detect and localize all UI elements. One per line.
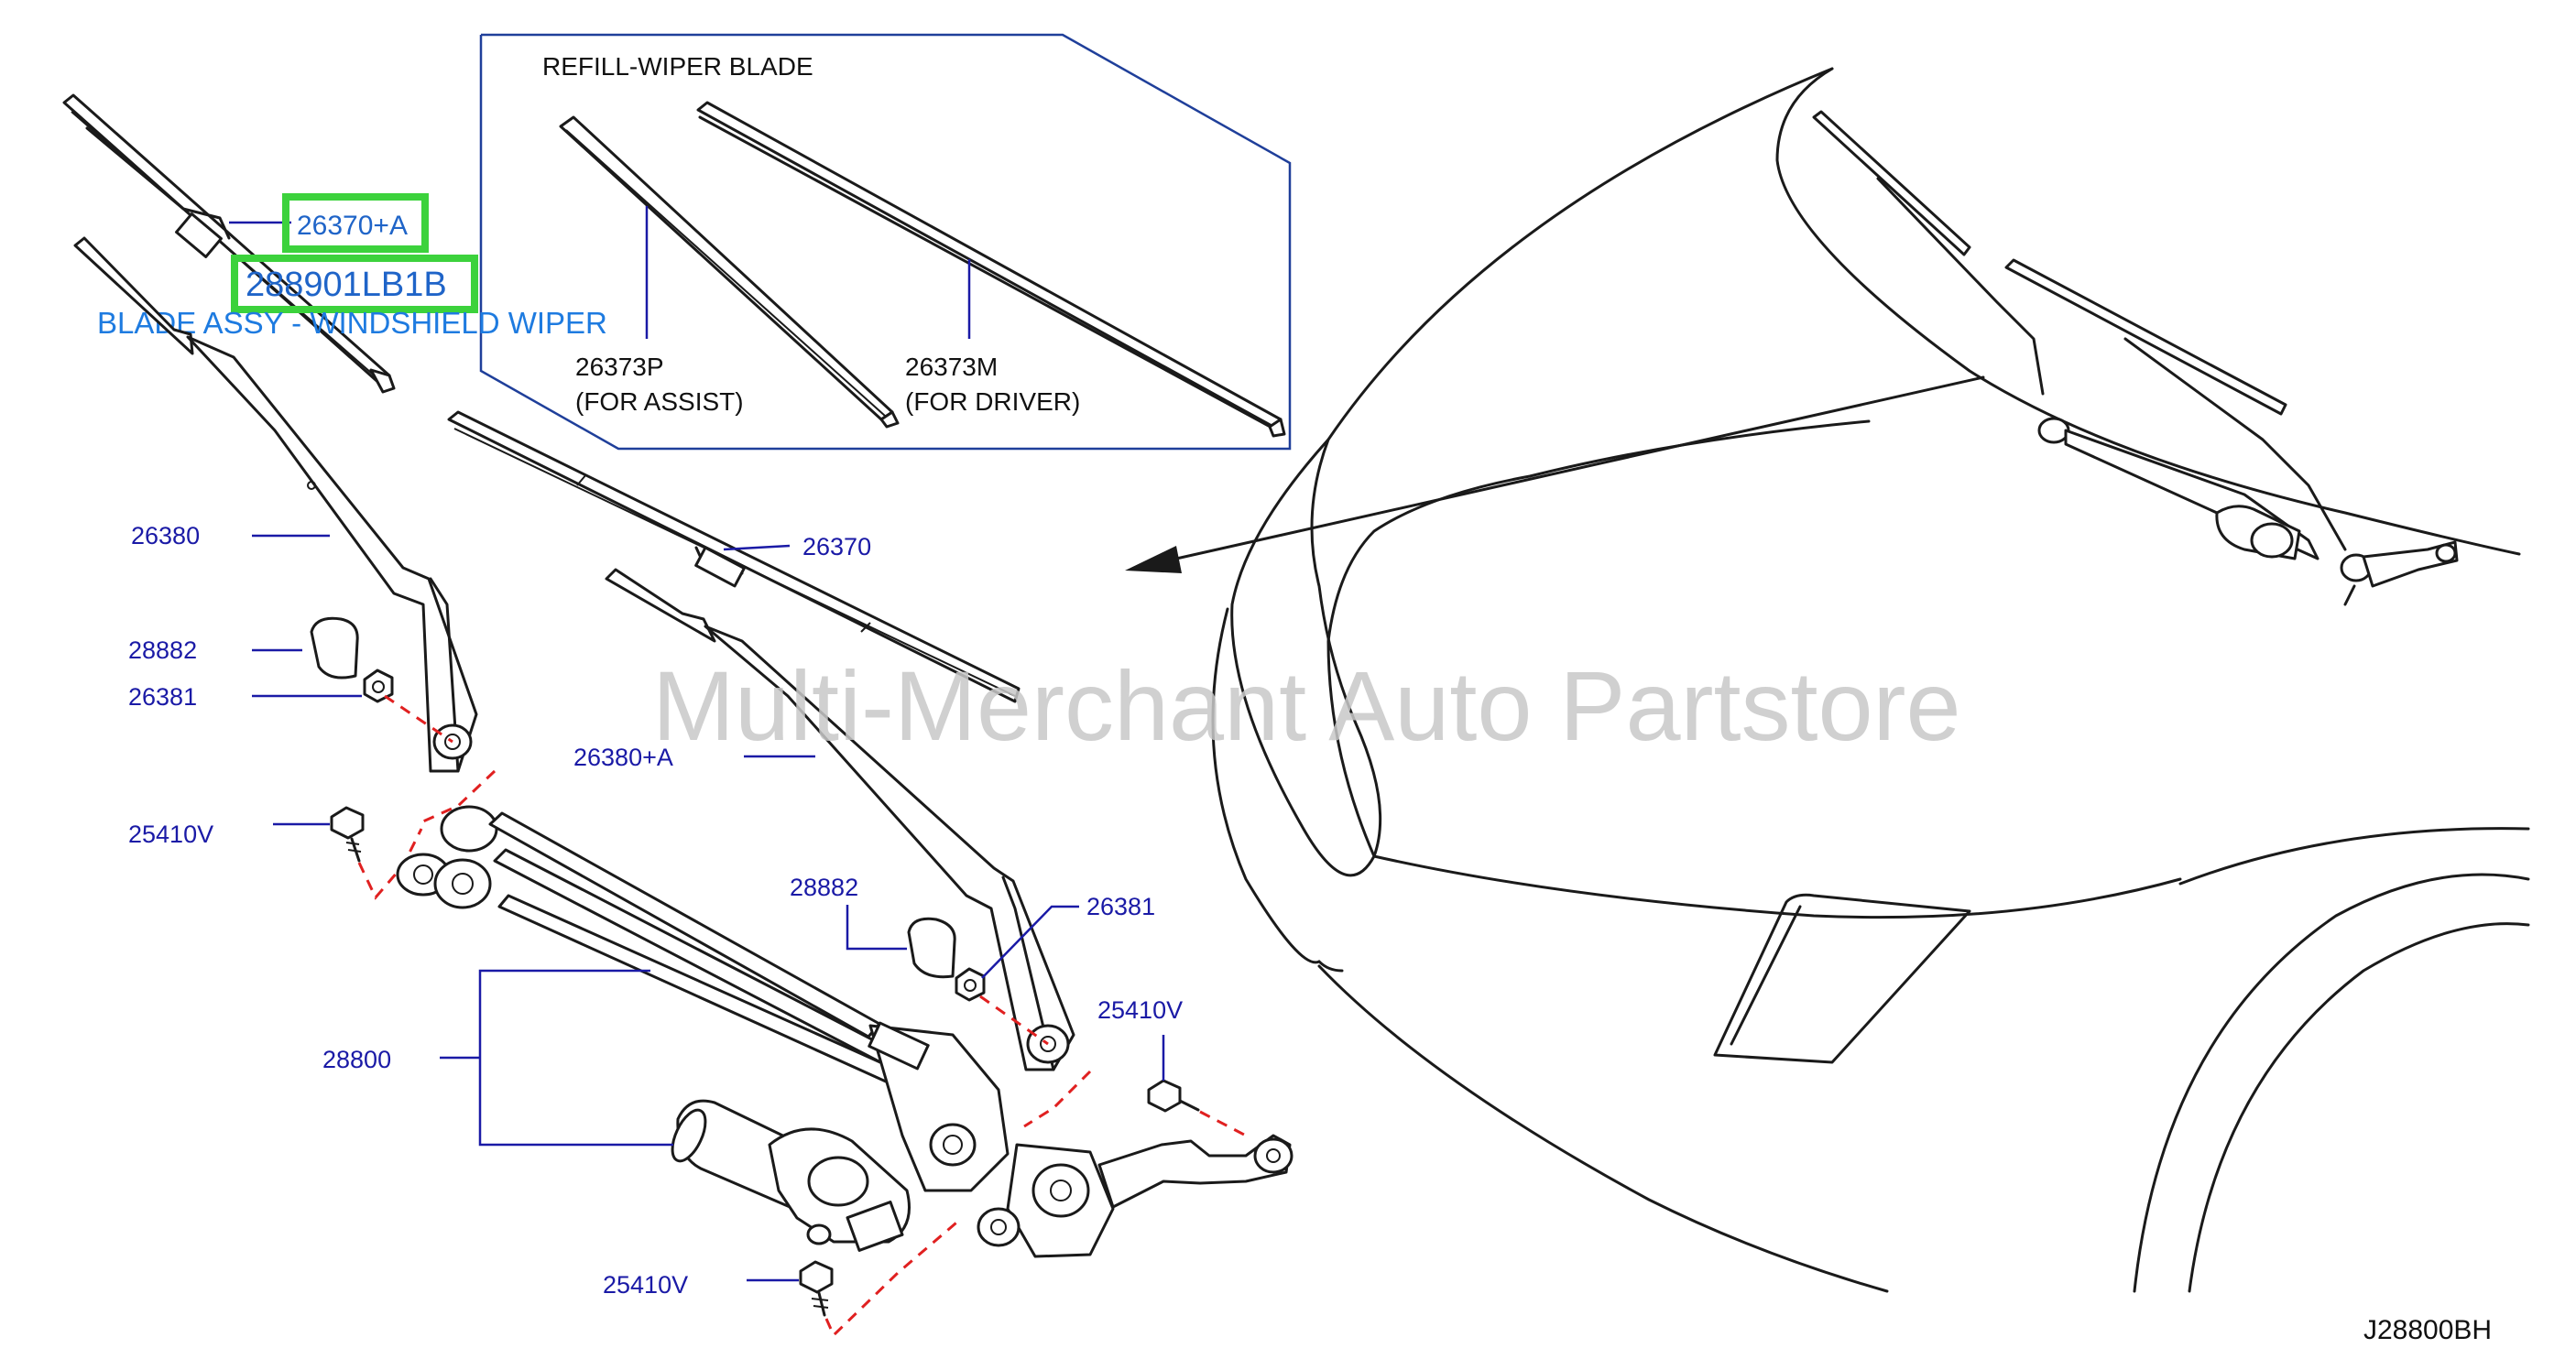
- highlight-blade-part-number[interactable]: 26370+A: [297, 211, 408, 241]
- wiper-arm-right: [605, 568, 1075, 1071]
- car-outline: [1125, 67, 2530, 1293]
- refill-assist-note: (FOR ASSIST): [575, 387, 744, 416]
- blade-left: [62, 93, 396, 394]
- pivot-nut-left: [363, 669, 394, 703]
- label-arm-right[interactable]: 26380+A: [573, 744, 673, 771]
- refill-assist-part-number: 26373P: [575, 353, 664, 381]
- refill-assist-strip: [559, 115, 900, 429]
- refill-inset-title: REFILL-WIPER BLADE: [542, 52, 813, 81]
- highlight-oem-part-box: [231, 255, 478, 313]
- highlight-oem-part-number[interactable]: 288901LB1B: [246, 266, 447, 304]
- label-bolt-right[interactable]: 25410V: [1097, 996, 1183, 1024]
- bolt-left: [330, 806, 365, 863]
- arrow-head: [1125, 546, 1182, 573]
- refill-driver-part-number: 26373M: [905, 353, 998, 381]
- refill-inset-frame: [479, 33, 1292, 451]
- wiper-linkage: [396, 805, 1293, 1258]
- watermark: Multi-Merchant Auto Partstore: [652, 650, 1961, 761]
- wiper-arm-left: [73, 236, 478, 773]
- refill-driver-strip: [696, 101, 1286, 438]
- label-bolt-bottom[interactable]: 25410V: [603, 1271, 688, 1299]
- refill-driver-note: (FOR DRIVER): [905, 387, 1080, 416]
- refill-inset: REFILL-WIPER BLADE 26373P (FOR ASSIST) 2…: [479, 33, 1292, 451]
- diagram-code: J28800BH: [2363, 1315, 2492, 1345]
- pivot-cap-right: [907, 917, 956, 979]
- bolt-bottom: [799, 1260, 834, 1317]
- car-installed-wipers: [1812, 110, 2459, 606]
- label-bolt-left[interactable]: 25410V: [128, 821, 213, 848]
- label-blade-right[interactable]: 26370: [802, 533, 871, 560]
- label-cap-left[interactable]: 28882: [128, 636, 197, 664]
- label-nut-right[interactable]: 26381: [1086, 893, 1155, 920]
- label-nut-left[interactable]: 26381: [128, 683, 197, 711]
- highlight-blade-part-box: [282, 193, 429, 253]
- label-cap-right[interactable]: 28882: [790, 874, 858, 901]
- label-arm-left[interactable]: 26380: [131, 522, 200, 549]
- bolt-right: [1147, 1079, 1200, 1113]
- pivot-cap-left: [310, 616, 359, 680]
- label-linkage[interactable]: 28800: [322, 1046, 391, 1073]
- blade-right: [447, 410, 1021, 703]
- pivot-nut-right: [955, 967, 986, 1002]
